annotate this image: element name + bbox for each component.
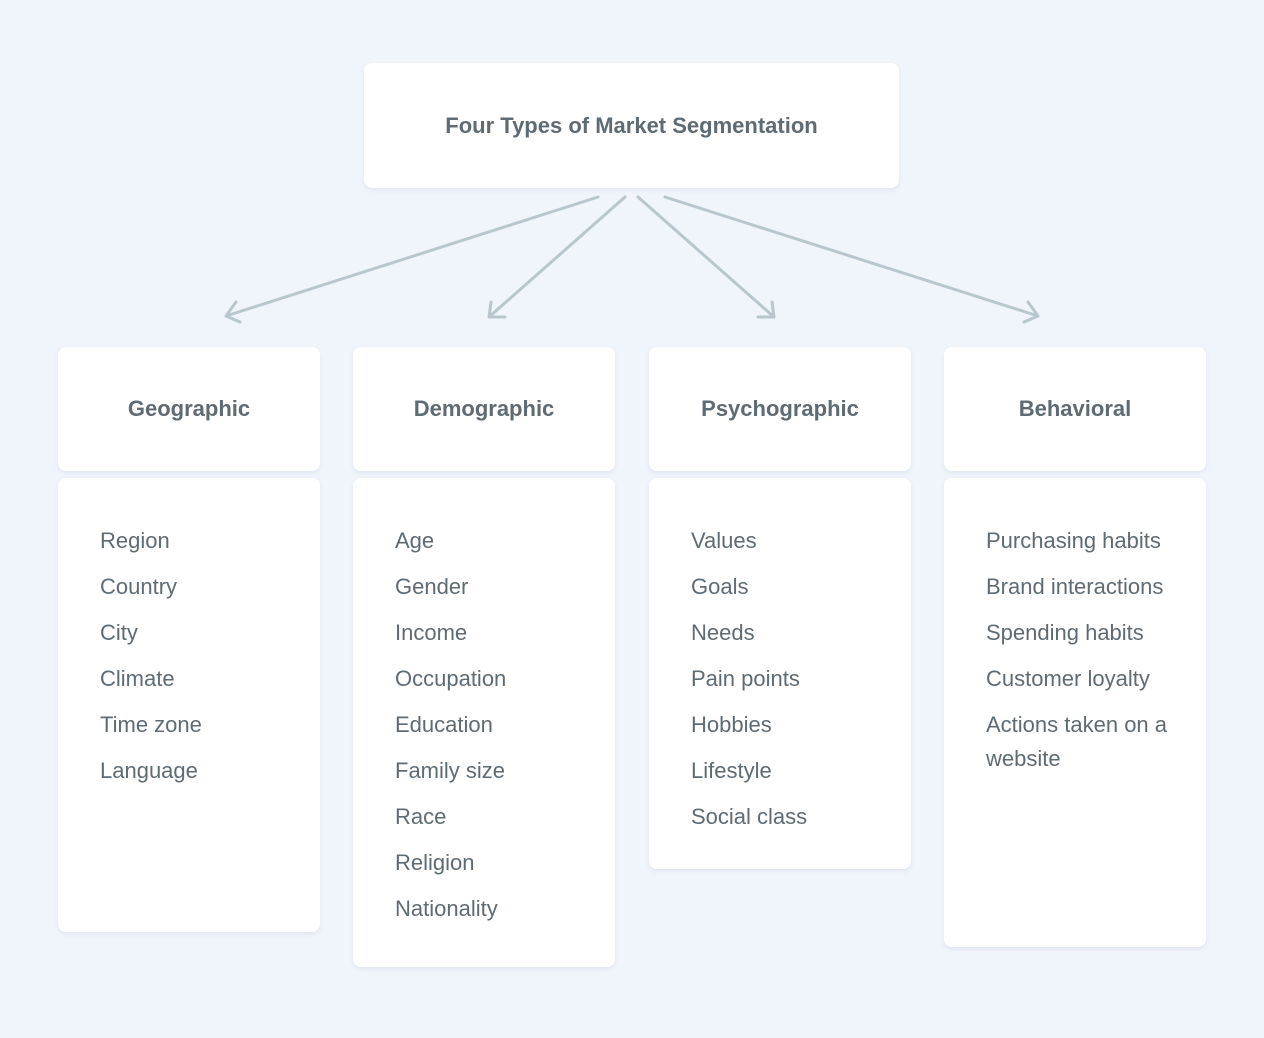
diagram-title: Four Types of Market Segmentation [445,112,818,138]
list-item: Values [691,528,757,553]
list-item: Race [395,804,447,829]
list-item: Nationality [395,896,498,921]
list-item: Income [395,620,468,645]
category-label: Behavioral [1018,396,1132,421]
psychographic-items-card: Values Goals Needs Pain points Hobbies L… [649,478,911,869]
list-item: Climate [100,666,175,691]
list-item: Gender [395,574,469,599]
list-item: Time zone [100,712,202,737]
list-item: Age [395,528,435,553]
behavioral-items-card: Purchasing habits Brand interactions Spe… [944,478,1206,947]
geographic-items-list: Region Country City Climate Time zone La… [100,524,290,788]
arrow-to-behavioral [663,195,1040,324]
list-item: Lifestyle [691,758,772,783]
list-item: Social class [691,804,808,829]
arrow-to-psychographic [636,195,776,319]
arrow-to-geographic [224,195,600,324]
list-item: Family size [395,758,506,783]
category-label: Demographic [413,396,555,421]
category-header-geographic: Geographic [58,347,320,471]
behavioral-items-list: Purchasing habits Brand interactions Spe… [986,524,1176,776]
list-item: Needs [691,620,755,645]
list-item: Hobbies [691,712,772,737]
list-item: Religion [395,850,475,875]
list-item: Education [395,712,493,737]
list-item: Customer loyalty [986,666,1150,691]
geographic-items-card: Region Country City Climate Time zone La… [58,478,320,932]
list-item: Brand interactions [986,574,1164,599]
list-item: Goals [691,574,749,599]
list-item: Language [100,758,198,783]
root-node: Four Types of Market Segmentation [364,63,899,188]
list-item: Purchasing habits [986,528,1161,553]
category-header-demographic: Demographic [353,347,615,471]
category-header-behavioral: Behavioral [944,347,1206,471]
list-item: Region [100,528,170,553]
list-item: Spending habits [986,620,1144,645]
demographic-items-card: Age Gender Income Occupation Education F… [353,478,615,967]
category-label: Geographic [127,396,251,421]
psychographic-items-list: Values Goals Needs Pain points Hobbies L… [691,524,881,834]
list-item: Occupation [395,666,507,691]
list-item: Pain points [691,666,800,691]
category-label: Psychographic [701,396,859,421]
list-item: City [100,620,138,645]
demographic-items-list: Age Gender Income Occupation Education F… [395,524,585,926]
arrow-to-demographic [487,195,627,319]
list-item: Country [100,574,178,599]
list-item: Actions taken on a website [986,712,1168,771]
category-header-psychographic: Psychographic [649,347,911,471]
